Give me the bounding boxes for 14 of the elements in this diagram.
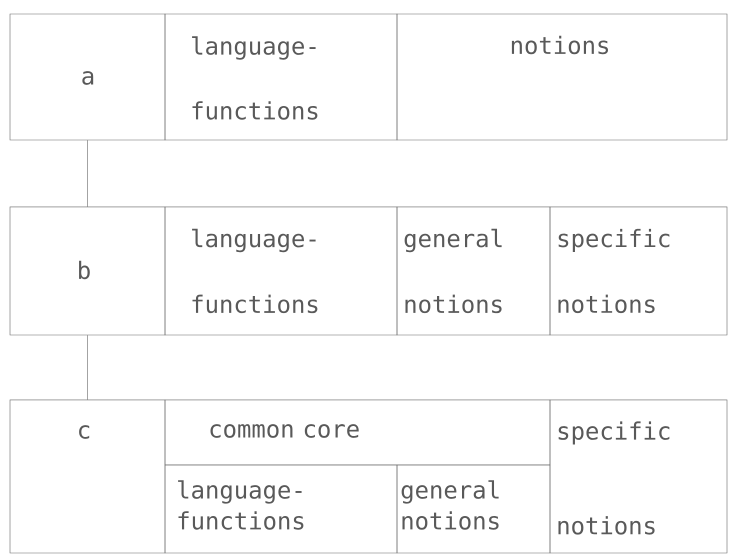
table-cell: language- functions bbox=[164, 206, 398, 336]
table-cell: common core bbox=[164, 400, 550, 466]
table-cell: a bbox=[10, 14, 166, 140]
connector-line bbox=[87, 334, 88, 400]
table-cell: b bbox=[10, 206, 166, 336]
table-cell: specific notions bbox=[550, 400, 728, 554]
table-cell: c bbox=[10, 400, 166, 554]
table-cell: general notions bbox=[396, 464, 550, 554]
table-cell: general notions bbox=[396, 206, 550, 336]
table-cell: language- functions bbox=[164, 14, 398, 140]
table-cell: specific notions bbox=[550, 206, 728, 336]
table-cell: language- functions bbox=[164, 464, 398, 554]
table-cell: notions bbox=[396, 14, 728, 140]
connector-line bbox=[87, 140, 88, 207]
